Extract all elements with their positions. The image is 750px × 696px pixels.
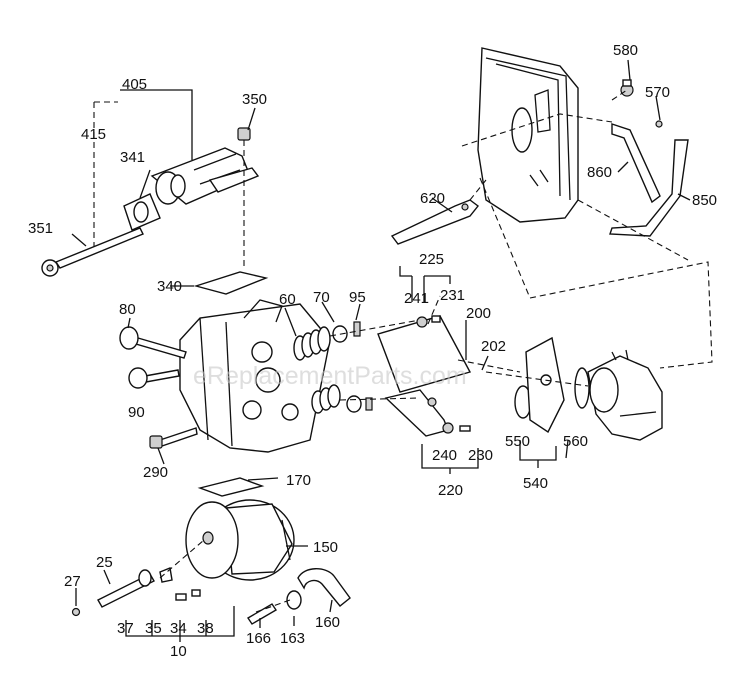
bolt-580 [620, 79, 634, 97]
label-163: 163 [280, 630, 305, 647]
valve-90 [128, 367, 180, 389]
muffler-outlet [511, 107, 533, 153]
pin-34 [175, 593, 187, 601]
leader-lines [71, 59, 691, 642]
label-231: 231 [440, 287, 465, 304]
pin-95 [353, 321, 373, 411]
pin-38 [191, 589, 201, 597]
nut-240 [442, 422, 454, 434]
intake-tube-405 [150, 147, 260, 205]
label-70: 70 [313, 289, 330, 306]
label-290: 290 [143, 464, 168, 481]
label-200: 200 [466, 305, 491, 322]
label-90: 90 [128, 404, 145, 421]
label-225: 225 [419, 251, 444, 268]
part-labels: 405 350 415 341 351 580 570 860 850 620 … [28, 42, 717, 660]
label-540: 540 [523, 475, 548, 492]
label-27: 27 [64, 573, 81, 590]
label-166: 166 [246, 630, 271, 647]
screw-231 [431, 315, 441, 323]
label-202: 202 [481, 338, 506, 355]
valve-80 [119, 326, 187, 359]
label-60: 60 [279, 291, 296, 308]
muffler-guard-850 [609, 139, 689, 237]
label-415: 415 [81, 126, 106, 143]
label-38: 38 [197, 620, 214, 637]
label-550: 550 [505, 433, 530, 450]
label-570: 570 [645, 84, 670, 101]
flywheel-150 [185, 499, 295, 581]
gasket-341 [123, 193, 161, 231]
label-405: 405 [122, 76, 147, 93]
clamp-163 [286, 590, 302, 610]
label-160: 160 [315, 614, 340, 631]
hose-160 [297, 568, 351, 607]
label-241: 241 [404, 290, 429, 307]
label-351: 351 [28, 220, 53, 237]
label-341: 341 [120, 149, 145, 166]
label-170: 170 [286, 472, 311, 489]
label-230: 230 [468, 447, 493, 464]
ring-37 [138, 569, 152, 587]
gasket-340 [193, 271, 269, 295]
label-37: 37 [117, 620, 134, 637]
bracket-860 [611, 120, 663, 204]
label-25: 25 [96, 554, 113, 571]
label-220: 220 [438, 482, 463, 499]
cylinder-head [179, 299, 331, 453]
label-560: 560 [563, 433, 588, 450]
label-580: 580 [613, 42, 638, 59]
label-240: 240 [432, 447, 457, 464]
carburetor [587, 349, 663, 441]
gasket-560 [574, 367, 590, 409]
bolt-290 [149, 427, 198, 449]
label-35: 35 [145, 620, 162, 637]
screw-166 [247, 603, 277, 625]
muffler-group [477, 47, 579, 223]
screw-230 [459, 425, 471, 432]
spring-60 [293, 326, 331, 361]
ring-170 [197, 477, 265, 497]
nut-241 [416, 316, 428, 328]
bracket-620 [390, 199, 479, 245]
spring-lower [311, 384, 341, 414]
watermark-text: eReplacementParts.com [193, 362, 467, 390]
stud-351 [41, 227, 144, 277]
label-850: 850 [692, 192, 717, 209]
label-10: 10 [170, 643, 187, 660]
label-34: 34 [170, 620, 187, 637]
insulator-540 [525, 336, 565, 434]
washer-27 [71, 607, 81, 617]
label-350: 350 [242, 91, 267, 108]
label-95: 95 [349, 289, 366, 306]
label-340: 340 [157, 278, 182, 295]
label-150: 150 [313, 539, 338, 556]
label-860: 860 [587, 164, 612, 181]
clip-35 [159, 567, 173, 583]
label-80: 80 [119, 301, 136, 318]
label-620: 620 [420, 190, 445, 207]
